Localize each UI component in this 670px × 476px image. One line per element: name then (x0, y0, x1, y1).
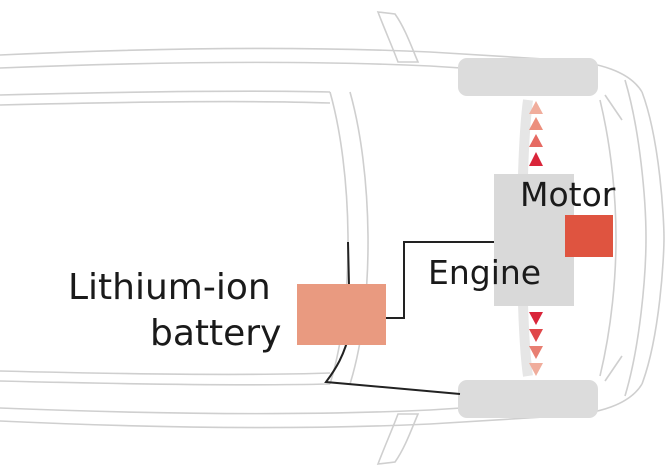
motor-label: Motor (520, 175, 616, 214)
battery-label-line1: Lithium-ion (68, 267, 271, 308)
engine-label: Engine (428, 253, 542, 292)
battery-block (297, 284, 386, 345)
triangle-arrow-icon (529, 312, 543, 325)
motor-block (565, 215, 613, 257)
car-outline (0, 11, 665, 465)
triangle-arrow-icon (529, 363, 543, 376)
downward-flow-arrows (529, 312, 543, 376)
upward-flow-arrows (529, 101, 543, 166)
front-right-wheel (458, 380, 598, 418)
front-left-wheel (458, 58, 598, 96)
triangle-arrow-icon (529, 346, 543, 359)
triangle-arrow-icon (529, 101, 543, 114)
triangle-arrow-icon (529, 329, 543, 342)
engine-block (494, 174, 574, 306)
triangle-arrow-icon (529, 117, 543, 130)
battery-label-line2: battery (150, 313, 282, 354)
triangle-arrow-icon (529, 134, 543, 147)
triangle-arrow-icon (529, 152, 543, 166)
